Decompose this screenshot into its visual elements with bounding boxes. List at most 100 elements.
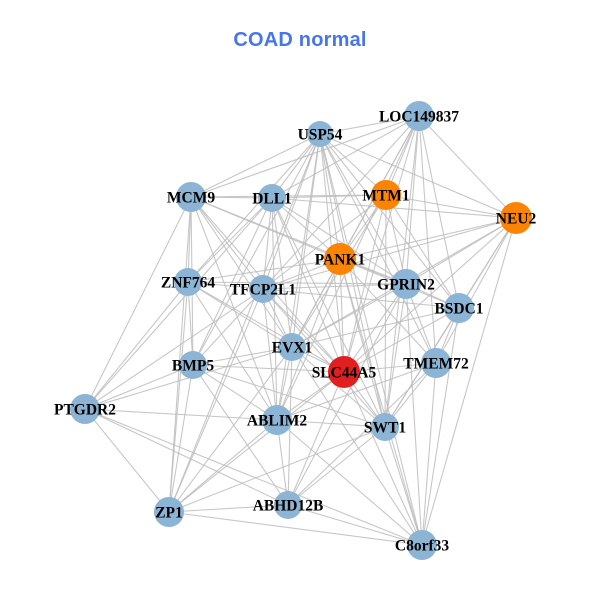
node-PANK1[interactable]: [324, 243, 356, 275]
edge-line: [192, 364, 289, 506]
edge-line: [262, 133, 321, 290]
edge-line: [262, 288, 278, 421]
edge-line: [84, 288, 264, 410]
edge-line: [339, 258, 437, 364]
node-DLL1[interactable]: [258, 184, 286, 212]
edge-line: [84, 408, 423, 546]
edge-line: [190, 133, 321, 198]
edge-line: [291, 346, 423, 546]
edge-line: [271, 194, 387, 199]
edge-line: [276, 133, 321, 421]
edge-line: [291, 283, 407, 348]
edge-line: [192, 346, 293, 366]
node-SWT1[interactable]: [371, 413, 399, 441]
edge-line: [418, 115, 517, 219]
edge-line: [319, 115, 420, 135]
edge-line: [262, 288, 345, 373]
node-EVX1[interactable]: [278, 333, 306, 361]
chart-title: COAD normal: [233, 29, 367, 51]
edge-line: [262, 288, 460, 309]
edge-line: [276, 362, 437, 421]
edge-line: [291, 258, 341, 348]
edge-line: [84, 408, 170, 513]
node-C8orf33[interactable]: [407, 530, 437, 560]
edge-line: [421, 217, 517, 546]
edge-line: [276, 419, 386, 428]
edge-line: [339, 258, 423, 546]
edge-line: [187, 281, 407, 285]
edge-line: [384, 283, 407, 428]
edge-line: [168, 511, 423, 546]
edge-line: [287, 362, 437, 506]
node-BMP5[interactable]: [179, 351, 207, 379]
edge-line: [187, 258, 341, 283]
edge-line: [190, 115, 420, 198]
edge-line: [84, 196, 192, 410]
edge-line: [319, 133, 517, 219]
edge-line: [287, 426, 386, 506]
edge-line: [168, 288, 264, 513]
edge-line: [187, 197, 273, 283]
node-ABHD12B[interactable]: [274, 491, 302, 519]
edge-line: [192, 364, 345, 373]
edges-layer: [84, 115, 517, 546]
nodes-layer: [70, 101, 532, 560]
edge-line: [84, 197, 273, 410]
edge-line: [287, 371, 345, 506]
edge-line: [319, 133, 460, 309]
edge-line: [168, 426, 386, 513]
edge-line: [343, 307, 460, 373]
edge-line: [187, 281, 278, 421]
edge-line: [262, 283, 407, 290]
edge-line: [192, 364, 386, 428]
edge-line: [384, 194, 387, 428]
edge-line: [168, 364, 194, 513]
node-ZP1[interactable]: [154, 497, 184, 527]
edge-line: [262, 194, 387, 290]
edge-line: [262, 115, 420, 290]
edge-line: [262, 288, 386, 428]
node-GPRIN2[interactable]: [391, 269, 421, 299]
node-ZNF764[interactable]: [174, 268, 202, 296]
edge-line: [262, 217, 517, 290]
edge-line: [168, 504, 289, 513]
edge-line: [435, 217, 517, 364]
edge-line: [192, 197, 273, 366]
edge-line: [291, 133, 321, 348]
edge-line: [276, 419, 423, 546]
edge-line: [385, 194, 460, 309]
node-PTGDR2[interactable]: [70, 394, 100, 424]
edge-line: [276, 258, 341, 421]
node-USP54[interactable]: [307, 121, 333, 147]
edge-line: [187, 133, 321, 283]
node-SLC44A5[interactable]: [328, 356, 360, 388]
edge-line: [319, 133, 407, 285]
node-BSDC1[interactable]: [444, 293, 474, 323]
edge-line: [168, 419, 278, 513]
edge-line: [271, 197, 345, 373]
edge-line: [421, 362, 437, 546]
edge-line: [192, 133, 321, 366]
node-TMEM72[interactable]: [421, 348, 451, 378]
edge-line: [271, 197, 293, 348]
node-NEU2[interactable]: [500, 202, 532, 234]
node-MTM1[interactable]: [371, 180, 401, 210]
edge-line: [319, 133, 423, 546]
edge-line: [187, 281, 345, 373]
node-TFCP2L1[interactable]: [249, 275, 277, 303]
edge-line: [84, 408, 289, 506]
edge-line: [271, 197, 407, 285]
node-MCM9[interactable]: [176, 182, 206, 212]
edge-line: [385, 194, 517, 219]
edge-line: [421, 307, 460, 546]
node-LOC149837[interactable]: [404, 101, 434, 131]
edge-line: [319, 133, 437, 364]
edge-line: [405, 283, 423, 546]
edge-line: [339, 217, 517, 260]
edge-line: [168, 371, 345, 513]
edge-line: [271, 197, 386, 428]
edge-line: [84, 364, 194, 410]
node-ABLIM2[interactable]: [262, 405, 292, 435]
